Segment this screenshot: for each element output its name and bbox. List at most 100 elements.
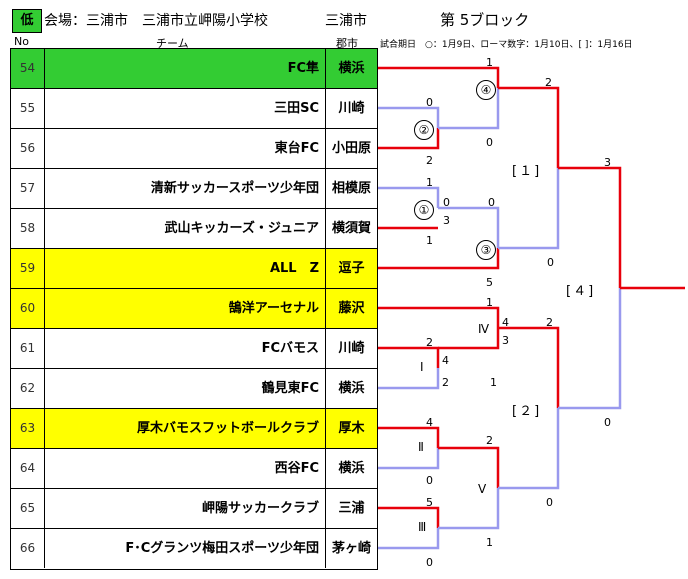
bracket-line — [438, 88, 500, 130]
bracket-line — [558, 288, 622, 410]
bracket-line — [378, 106, 440, 128]
score-label: 1 — [426, 234, 433, 247]
division-badge: 低 — [12, 9, 42, 33]
venue-city: 三浦市 — [325, 13, 367, 29]
score-label: 0 — [547, 256, 554, 269]
team-city: 逗子 — [338, 261, 365, 276]
block-title: 第 5ブロック — [440, 11, 530, 29]
match-label: ① — [414, 200, 434, 220]
team-name: 武山キッカーズ・ジュニア — [45, 209, 326, 248]
team-city: 相模原 — [331, 181, 371, 196]
team-number: 63 — [11, 409, 45, 448]
bracket-line — [378, 248, 500, 270]
team-name: 鵠洋アーセナル — [45, 289, 326, 328]
score-label: 5 — [486, 276, 493, 289]
team-city: 横浜 — [338, 61, 365, 76]
score-label: 0 — [546, 496, 553, 509]
score-label: 0 — [488, 196, 495, 209]
team-city: 横浜 — [338, 461, 365, 476]
score-label: 0 — [426, 474, 433, 487]
column-header-no: No — [14, 35, 29, 48]
match-label: [４] — [566, 284, 596, 299]
schedule-note: 試合期日 ○：1月9日、ローマ数字：1月10日、[ ]：1月16日 — [380, 40, 633, 50]
team-city: 川崎 — [338, 101, 365, 116]
team-name: 東台FC — [45, 129, 326, 168]
match-label: Ⅳ — [478, 322, 490, 336]
team-number: 56 — [11, 129, 45, 168]
score-label: 0 — [426, 556, 433, 569]
score-label: 2 — [546, 316, 553, 329]
score-label: 5 — [426, 496, 433, 509]
score-label: 4 — [426, 416, 433, 429]
team-name: 清新サッカースポーツ少年団 — [45, 169, 326, 208]
team-number: 65 — [11, 489, 45, 528]
team-name: 鶴見東FC — [45, 369, 326, 408]
team-name: F･Cグランツ梅田スポーツ少年団 — [45, 529, 326, 568]
team-city: 横浜 — [338, 381, 365, 396]
team-number: 58 — [11, 209, 45, 248]
team-number: 61 — [11, 329, 45, 368]
team-number: 55 — [11, 89, 45, 128]
bracket-line — [498, 326, 560, 408]
score-label: 0 — [486, 136, 493, 149]
team-city: 藤沢 — [338, 301, 365, 316]
column-header-city: 郡市 — [336, 37, 358, 50]
bracket-line — [378, 528, 440, 550]
bracket-line — [498, 168, 560, 250]
score-label: 3 — [502, 334, 509, 347]
match-label: Ⅱ — [418, 440, 424, 454]
score-label: 1 — [486, 296, 493, 309]
team-number: 66 — [11, 529, 45, 568]
bracket-line — [558, 166, 622, 288]
score-label: 1 — [486, 56, 493, 69]
score-label: 4 — [502, 316, 509, 329]
team-name: ALL Z — [45, 249, 326, 288]
team-city: 小田原 — [331, 141, 371, 156]
score-label: 4 — [442, 354, 449, 367]
match-label: Ⅴ — [478, 482, 487, 496]
team-name: FC隼 — [45, 49, 326, 88]
team-number: 64 — [11, 449, 45, 488]
team-number: 54 — [11, 49, 45, 88]
bracket-line — [378, 306, 500, 328]
team-name: 三田SC — [45, 89, 326, 128]
bracket-line — [498, 408, 560, 490]
match-label: [２] — [512, 404, 542, 419]
bracket-line — [438, 328, 500, 350]
score-label: 0 — [604, 416, 611, 429]
team-number: 62 — [11, 369, 45, 408]
match-label: Ⅲ — [418, 520, 427, 534]
match-label: ② — [414, 120, 434, 140]
team-number: 59 — [11, 249, 45, 288]
bracket-line — [378, 128, 440, 150]
bracket-line — [438, 446, 500, 488]
team-name: 岬陽サッカークラブ — [45, 489, 326, 528]
team-number: 57 — [11, 169, 45, 208]
score-label: 2 — [442, 376, 449, 389]
team-city: 川崎 — [338, 341, 365, 356]
match-label: ④ — [476, 80, 496, 100]
match-label: [１] — [512, 164, 542, 179]
score-label: 2 — [545, 76, 552, 89]
team-city: 三浦 — [338, 501, 365, 516]
score-label: 0 — [443, 196, 450, 209]
match-label: Ⅰ — [420, 360, 424, 374]
team-number: 60 — [11, 289, 45, 328]
match-label: ③ — [476, 240, 496, 260]
team-city: 横須賀 — [331, 221, 371, 236]
bracket-line — [378, 448, 440, 470]
bracket-line — [438, 206, 500, 248]
score-label: 2 — [486, 434, 493, 447]
column-header-team: チーム — [156, 37, 189, 50]
bracket-line — [378, 66, 500, 88]
